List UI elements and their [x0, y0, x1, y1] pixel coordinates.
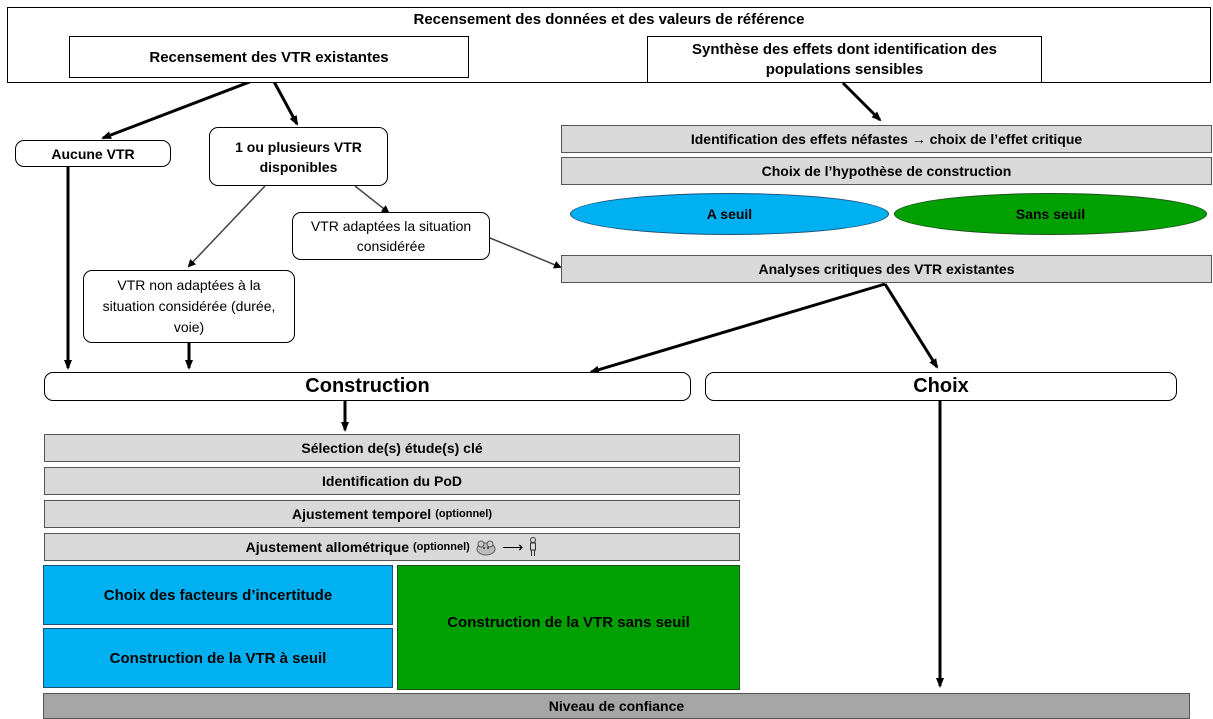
step-temporal: Ajustement temporel (optionnel): [44, 500, 740, 528]
step-pod-label: Identification du PoD: [322, 473, 462, 489]
nonthreshold-vtr-label: Construction de la VTR sans seuil: [447, 614, 690, 631]
arrow-analysis-to-choice: [883, 283, 939, 369]
arrow-adapted-to-analysis: [489, 237, 562, 269]
not-adapted-vtr-box: VTR non adaptées à la situation considér…: [83, 270, 295, 343]
step-allometric: Ajustement allométrique (optionnel) ⟶: [44, 533, 740, 561]
step-allometric-note: (optionnel): [413, 541, 470, 553]
critical-analysis-box: Analyses critiques des VTR existantes: [561, 255, 1212, 283]
uncertainty-factors-box: Choix des facteurs d’incertitude: [43, 565, 393, 625]
choice-box: Choix: [705, 372, 1177, 401]
header-title: Recensement des données et des valeurs d…: [413, 11, 805, 28]
hypothesis-label: Choix de l’hypothèse de construction: [761, 163, 1012, 179]
adverse-effects-box: Identification des effets néfastes → cho…: [561, 125, 1212, 153]
construction-box: Construction: [44, 372, 691, 401]
no-threshold-ellipse: Sans seuil: [894, 193, 1207, 235]
adapted-vtr-box: VTR adaptées la situation considérée: [292, 212, 490, 260]
adverse-effects-label: Identification des effets néfastes → cho…: [690, 131, 1083, 147]
construction-title: Construction: [305, 375, 430, 397]
step-key-study-label: Sélection de(s) étude(s) clé: [301, 440, 483, 456]
inventory-box: Recensement des VTR existantes: [69, 36, 469, 78]
adapted-vtr-label: VTR adaptées la situation considérée: [310, 218, 472, 254]
step-temporal-note: (optionnel): [435, 508, 493, 520]
human-icon: [528, 537, 538, 557]
critical-analysis-label: Analyses critiques des VTR existantes: [758, 261, 1015, 277]
threshold-ellipse: A seuil: [570, 193, 889, 235]
step-key-study: Sélection de(s) étude(s) clé: [44, 434, 740, 462]
nonthreshold-vtr-box: Construction de la VTR sans seuil: [397, 565, 740, 690]
inventory-label: Recensement des VTR existantes: [149, 48, 389, 66]
no-threshold-label: Sans seuil: [1015, 206, 1086, 222]
arrow-available-to-adapted: [354, 185, 390, 214]
no-vtr-box: Aucune VTR: [15, 140, 171, 167]
choice-title: Choix: [913, 375, 969, 397]
arrow-inventory-to-no-vtr: [101, 76, 261, 140]
available-vtr-box: 1 ou plusieurs VTR disponibles: [209, 127, 388, 186]
threshold-vtr-box: Construction de la VTR à seuil: [43, 628, 393, 688]
synthesis-box: Synthèse des effets dont identification …: [647, 36, 1042, 83]
arrow-inventory-to-available: [270, 77, 299, 126]
synthesis-label: Synthèse des effets dont identification …: [691, 40, 998, 78]
confidence-box: Niveau de confiance: [43, 693, 1190, 719]
arrow-right-icon: ⟶: [501, 539, 524, 556]
arrow-synthesis-to-effects: [841, 81, 882, 122]
step-pod: Identification du PoD: [44, 467, 740, 495]
arrow-available-to-not-adapted: [187, 185, 266, 268]
threshold-label: A seuil: [706, 206, 753, 222]
confidence-label: Niveau de confiance: [548, 698, 685, 714]
arrow-analysis-to-construction: [589, 282, 886, 374]
uncertainty-factors-label: Choix des facteurs d’incertitude: [103, 586, 333, 604]
hypothesis-box: Choix de l’hypothèse de construction: [561, 157, 1212, 185]
threshold-vtr-label: Construction de la VTR à seuil: [109, 649, 327, 667]
rat-icon: [474, 538, 498, 556]
available-vtr-label: 1 ou plusieurs VTR disponibles: [235, 138, 362, 175]
step-temporal-label: Ajustement temporel: [291, 506, 432, 522]
step-allometric-label: Ajustement allométrique: [245, 539, 410, 555]
not-adapted-vtr-label: VTR non adaptées à la situation considér…: [102, 277, 276, 335]
no-vtr-label: Aucune VTR: [51, 145, 135, 162]
